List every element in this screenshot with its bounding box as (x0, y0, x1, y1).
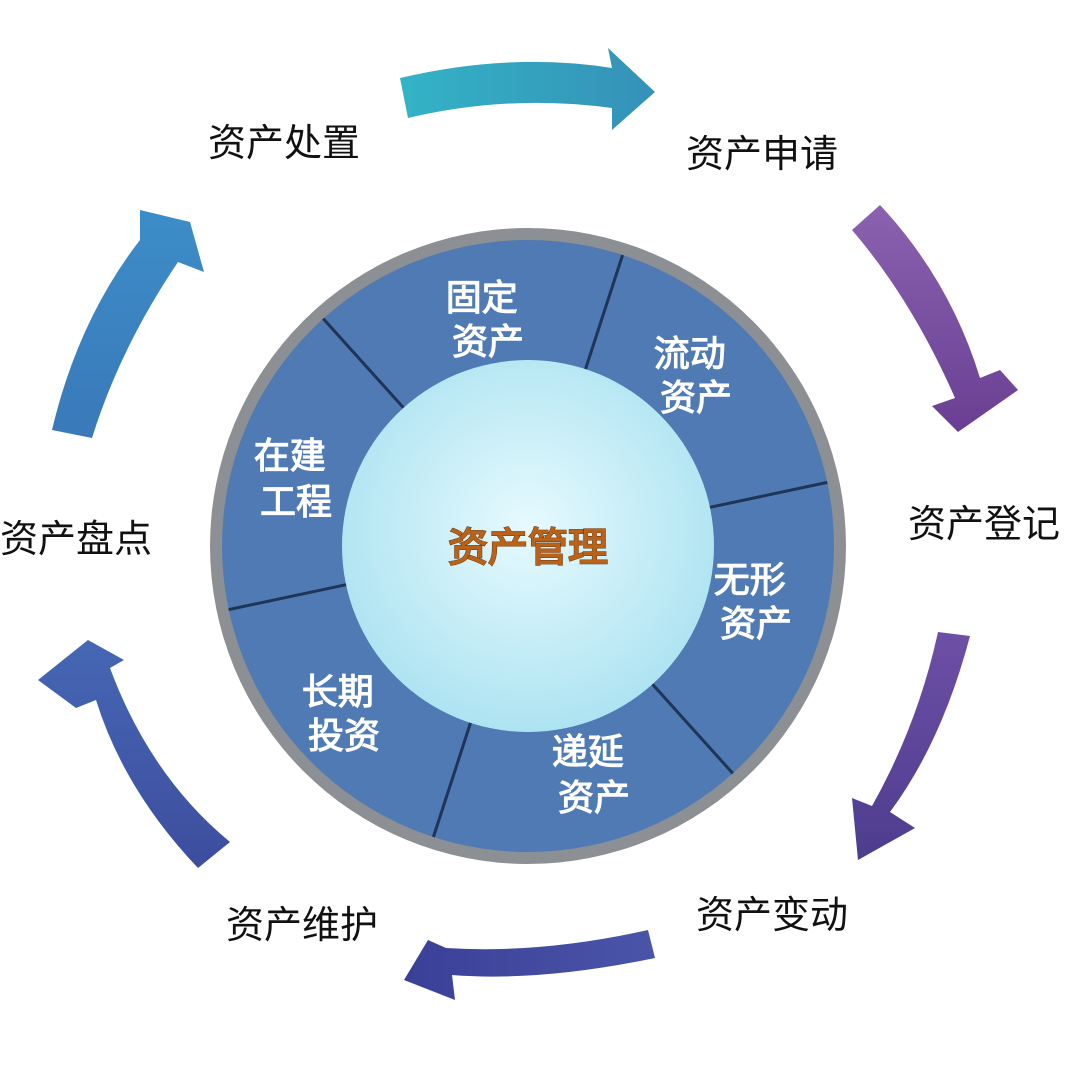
segment-label-line: 流动 (654, 334, 726, 375)
segment-label-line: 工程 (260, 482, 332, 523)
step-label-application: 资产申请 (686, 132, 838, 176)
segment-label-line: 固定 (446, 278, 518, 319)
step-label-change: 资产变动 (696, 893, 848, 937)
cycle-arrows (38, 48, 1018, 1000)
segment-label-line: 长期 (302, 672, 374, 713)
segment-fixed-assets: 固定 资产 (446, 278, 531, 363)
segment-label-line: 在建 (254, 436, 326, 477)
ring-divider-line (709, 480, 828, 509)
ring-divider-line (584, 254, 625, 370)
step-label-inventory: 资产盘点 (0, 517, 152, 561)
segment-deferred-assets: 递延 资产 (552, 732, 637, 819)
segment-label-line: 资产 (660, 378, 732, 419)
ring-dividers (228, 254, 828, 838)
ring-divider-line (228, 583, 347, 612)
segment-current-assets: 流动 资产 (654, 334, 739, 419)
arrow-left-bottom (38, 640, 230, 868)
segment-label-line: 投资 (308, 716, 380, 757)
segment-construction-in-progress: 在建 工程 (254, 436, 339, 523)
cycle-step-labels: 资产申请 资产登记 资产变动 资产维护 资产盘点 资产处置 (0, 121, 1060, 947)
segment-label-line: 资产 (558, 778, 630, 819)
arrow-bottom (404, 930, 655, 1000)
segment-labels: 固定 资产 流动 资产 无形 资产 递延 资产 长期 投资 在建 工程 (254, 278, 799, 819)
segment-label-line: 无形 (714, 560, 786, 601)
segment-label-line: 递延 (552, 732, 624, 773)
asset-ring: 资产管理 (210, 228, 846, 864)
arrow-right-top (852, 205, 1018, 432)
ring-divider-line (651, 683, 734, 775)
ring-divider-line (322, 317, 405, 409)
arrow-top (400, 48, 655, 130)
arrow-left-top (52, 210, 204, 438)
segment-label-line: 资产 (720, 604, 792, 645)
segment-intangible-assets: 无形 资产 (714, 560, 799, 645)
segment-label-line: 资产 (452, 322, 524, 363)
center-circle (342, 360, 714, 732)
step-label-registration: 资产登记 (908, 502, 1060, 546)
step-label-maintenance: 资产维护 (226, 903, 378, 947)
ring-divider-line (431, 722, 472, 838)
step-label-disposal: 资产处置 (208, 121, 360, 165)
center-label: 资产管理 (448, 525, 608, 571)
arrow-right-bottom (852, 632, 970, 860)
segment-long-term-investment: 长期 投资 (302, 672, 387, 757)
